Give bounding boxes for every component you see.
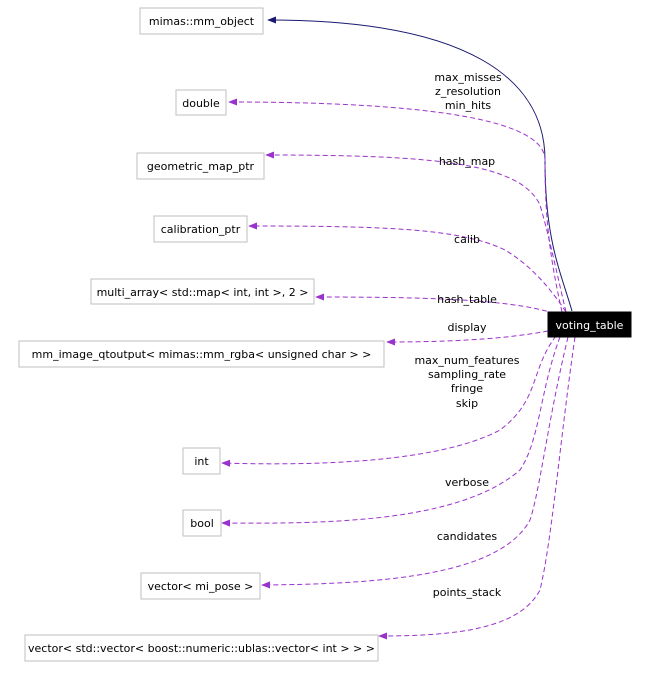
edge-label-candidates: candidates [437,530,498,543]
usage-edge-vector_pose [261,336,569,589]
edge-label-calib: calib [454,233,480,246]
node-vector-mi-pose[interactable]: vector< mi_pose > [140,572,261,600]
node-int-label: int [194,455,209,468]
node-bool-label: bool [190,517,214,530]
node-vector-mi-pose-label: vector< mi_pose > [148,580,254,593]
usage-edge-mm_image [386,330,549,346]
edge-labels: max_misses z_resolution min_hits hash_ma… [414,71,519,599]
edge-label-verbose: verbose [445,476,489,489]
node-mm-image-qtoutput-label: mm_image_qtoutput< mimas::mm_rgba< unsig… [32,348,372,361]
usage-edge-vector_stack [378,336,576,640]
edge-label-skip: skip [456,397,478,410]
usage-edge-int [221,335,557,467]
edge-label-min-hits: min_hits [445,99,492,112]
node-multi-array-label: multi_array< std::map< int, int >, 2 > [97,286,309,299]
node-voting-table[interactable]: voting_table [547,311,632,338]
node-multi-array[interactable]: multi_array< std::map< int, int >, 2 > [90,278,315,305]
node-calibration-ptr[interactable]: calibration_ptr [153,215,248,243]
usage-edge-calibration_ptr [248,222,567,313]
node-mm-object[interactable]: mimas::mm_object [139,7,264,35]
edge-label-display: display [447,321,487,334]
edge-label-hash-map: hash_map [439,155,495,168]
edge-label-max-misses: max_misses [434,71,501,84]
node-vector-stack-label: vector< std::vector< boost::numeric::ubl… [28,642,375,655]
node-calibration-ptr-label: calibration_ptr [161,223,241,236]
inheritance-edge-mm_object [267,16,573,312]
node-voting-table-label: voting_table [556,319,624,332]
node-mm-object-label: mimas::mm_object [149,15,255,28]
node-mm-image-qtoutput[interactable]: mm_image_qtoutput< mimas::mm_rgba< unsig… [18,340,385,368]
node-geometric-map-ptr-label: geometric_map_ptr [147,160,255,173]
usage-edge-bool [221,336,561,527]
edge-label-sampling-rate: sampling_rate [428,368,506,381]
edge-label-max-num-features: max_num_features [414,354,519,367]
usage-edge-geometric_map_ptr [265,151,567,313]
edge-label-hash-table: hash_table [437,293,497,306]
node-double-label: double [182,97,220,110]
node-vector-stack[interactable]: vector< std::vector< boost::numeric::ubl… [24,634,379,662]
usage-edge-multi_array [315,293,563,317]
edge-label-z-resolution: z_resolution [435,85,501,98]
node-geometric-map-ptr[interactable]: geometric_map_ptr [136,152,265,180]
node-bool[interactable]: bool [182,509,222,537]
node-int[interactable]: int [182,447,221,475]
edge-label-points-stack: points_stack [433,586,502,599]
edges [221,16,576,640]
edge-label-fringe: fringe [451,382,483,395]
node-double[interactable]: double [175,89,227,116]
usage-edge-double [228,98,563,313]
